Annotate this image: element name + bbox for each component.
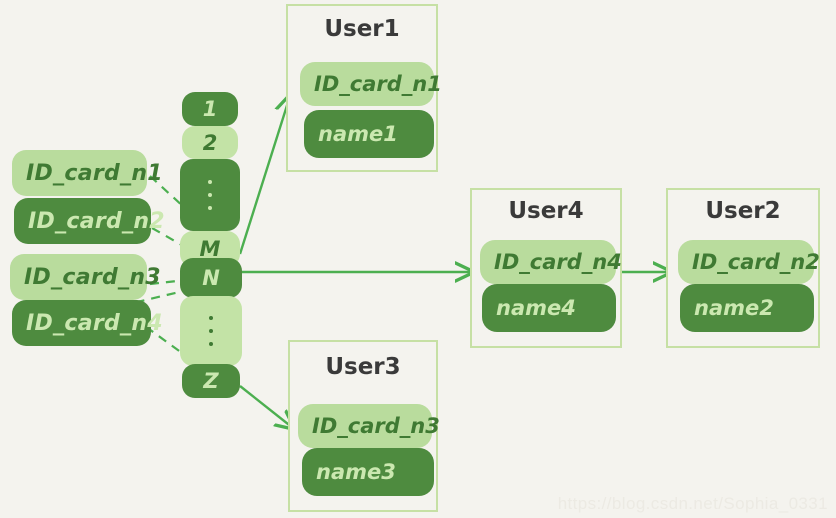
hash-slot-2: 2	[182, 126, 238, 159]
user3-title: User3	[325, 354, 401, 380]
user2-id-card-field: ID_card_n2	[678, 240, 820, 284]
arrow-slot-m-to-user1	[238, 96, 290, 255]
id-card-item: ID_card_n2	[14, 198, 165, 244]
hash-slot-gap-upper	[180, 159, 240, 231]
vertical-dots-icon	[209, 316, 213, 346]
hash-slot-z: Z	[182, 364, 240, 398]
user4-name-field: name4	[482, 284, 616, 332]
id-card-item: ID_card_n4	[12, 300, 163, 346]
user2-title: User2	[705, 198, 781, 224]
arrow-slot-z-to-user3	[239, 385, 293, 428]
vertical-dots-icon	[208, 180, 212, 210]
hash-slot-gap-lower	[180, 296, 242, 366]
user1-name-field: name1	[304, 110, 434, 158]
watermark: https://blog.csdn.net/Sophia_0331	[557, 494, 828, 513]
user2-name-field: name2	[680, 284, 814, 332]
user-box-user3: User3 ID_card_n3 name3	[288, 340, 440, 512]
user3-id-card-field: ID_card_n3	[298, 404, 440, 448]
user3-name-field: name3	[302, 448, 434, 496]
user-box-user4: User4 ID_card_n4 name4	[470, 188, 622, 348]
user1-title: User1	[324, 16, 400, 42]
user-box-user2: User2 ID_card_n2 name2	[666, 188, 820, 348]
id-card-item: ID_card_n1	[12, 150, 163, 196]
hash-slot-n: N	[180, 258, 242, 298]
user4-id-card-field: ID_card_n4	[480, 240, 622, 284]
user4-title: User4	[508, 198, 584, 224]
hash-slot-1: 1	[182, 92, 238, 126]
user-box-user1: User1 ID_card_n1 name1	[286, 4, 442, 172]
id-card-item: ID_card_n3	[10, 254, 161, 300]
user1-id-card-field: ID_card_n1	[300, 62, 442, 106]
